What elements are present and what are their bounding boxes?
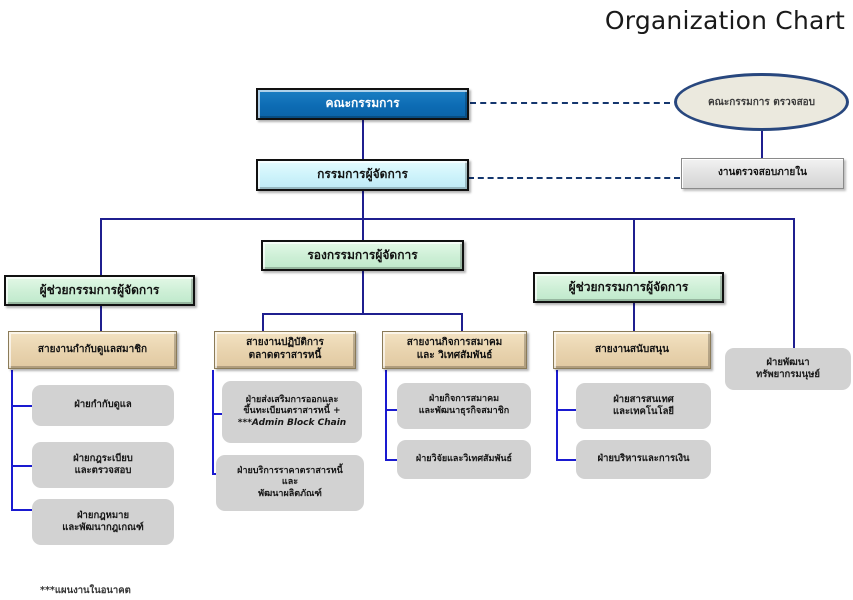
department-box[interactable]: ฝ่ายส่งเสริมการออกและ ขึ้นทะเบียนตราสารห…	[222, 381, 362, 443]
node-managing-director-label: กรรมการผู้จัดการ	[317, 167, 408, 182]
node-assistant-md-right-label: ผู้ช่วยกรรมการผู้จัดการ	[568, 279, 689, 294]
node-hr-development[interactable]: ฝ่ายพัฒนา ทรัพยากรมนุษย์	[725, 348, 851, 390]
department-box[interactable]: ฝ่ายวิจัยและวิเทศสัมพันธ์	[397, 440, 531, 479]
connector-deputy-subbus	[262, 313, 463, 315]
division-title-line: สายงานสนับสนุน	[595, 343, 669, 355]
connector-division-3-branch-2	[385, 459, 397, 461]
connector-division-1-branch-1	[11, 405, 32, 407]
department-box[interactable]: ฝ่ายกิจการสมาคม และพัฒนาธุรกิจสมาชิก	[397, 383, 531, 429]
connector-board-to-audit-committee	[470, 102, 670, 104]
connector-subbus-to-division-2	[262, 313, 264, 335]
department-label-line: ฝ่ายบริหารและการเงิน	[597, 453, 690, 465]
division-header-member-supervision[interactable]: สายงานกำกับดูแลสมาชิก	[8, 331, 177, 369]
footnote: ***แผนงานในอนาคต	[40, 585, 131, 596]
department-label-line: ฝ่ายกฎหมาย	[76, 509, 130, 521]
division-title-line: สายงานกิจการสมาคม	[406, 337, 503, 349]
department-label-line: และพัฒนากฎเกณฑ์	[62, 522, 144, 533]
connector-division-3-spine	[385, 370, 387, 460]
connector-md-to-bus	[362, 191, 364, 219]
connector-assistant-left-to-division-1	[100, 306, 102, 335]
node-managing-director[interactable]: กรรมการผู้จัดการ	[256, 159, 469, 191]
node-audit-committee-label-1: คณะกรรมการ	[707, 96, 770, 108]
connector-main-bus	[100, 218, 794, 220]
connector-division-4-branch-1	[556, 409, 576, 411]
department-label-line: ฝ่ายส่งเสริมการออกและ	[245, 394, 339, 405]
node-board-of-directors[interactable]: คณะกรรมการ	[256, 88, 469, 120]
division-title-line: ตลาดตราสารหนี้	[248, 350, 322, 361]
department-label-line: ฝ่ายกิจการสมาคม	[428, 394, 500, 405]
department-label-line: ฝ่ายสารสนเทศ	[613, 393, 674, 405]
department-box[interactable]: ฝ่ายกำกับดูแล	[32, 385, 174, 426]
department-box[interactable]: ฝ่ายกฎหมาย และพัฒนากฎเกณฑ์	[32, 499, 174, 545]
department-label-line: ฝ่ายวิจัยและวิเทศสัมพันธ์	[415, 453, 513, 464]
node-deputy-managing-director[interactable]: รองกรรมการผู้จัดการ	[261, 240, 464, 271]
department-label-line: ฝ่ายกฎระเบียบ	[73, 452, 133, 464]
page-title: Organization Chart	[604, 6, 845, 35]
connector-division-1-branch-2	[11, 465, 32, 467]
division-title-line: และ วิเทศสัมพันธ์	[416, 350, 493, 361]
node-audit-committee[interactable]: คณะกรรมการ ตรวจสอบ	[674, 73, 849, 131]
node-internal-audit[interactable]: งานตรวจสอบภายใน	[681, 158, 844, 189]
node-hr-development-label-2: ทรัพยากรมนุษย์	[756, 369, 820, 380]
connector-division-4-spine	[556, 370, 558, 460]
node-audit-committee-label-2: ตรวจสอบ	[773, 96, 816, 108]
connector-subbus-to-division-3	[461, 313, 463, 335]
connector-division-2-branch-1	[212, 413, 222, 415]
department-label-line: และตรวจสอบ	[74, 465, 132, 476]
connector-assistant-right-to-division-4	[633, 303, 635, 335]
node-board-label: คณะกรรมการ	[325, 96, 400, 111]
department-label-line: และ	[281, 477, 299, 488]
division-title-line: สายงานกำกับดูแลสมาชิก	[37, 343, 148, 355]
department-label-line: และพัฒนาธุรกิจสมาชิก	[418, 406, 510, 416]
department-label-line-emphasis: ***Admin Block Chain	[237, 417, 347, 428]
connector-md-to-internal-audit	[468, 177, 680, 179]
department-box[interactable]: ฝ่ายสารสนเทศ และเทคโนโลยี	[576, 383, 711, 429]
department-label-line: ฝ่ายกำกับดูแล	[74, 399, 132, 411]
connector-division-4-branch-2	[556, 459, 576, 461]
connector-bus-to-assistant-right	[633, 218, 635, 278]
node-deputy-md-label: รองกรรมการผู้จัดการ	[307, 247, 418, 262]
connector-bus-to-deputy	[362, 218, 364, 240]
department-label-line: ฝ่ายบริการราคาตราสารหนี้	[237, 465, 343, 476]
department-label-line: พัฒนาผลิตภัณฑ์	[258, 488, 322, 499]
node-hr-development-label-1: ฝ่ายพัฒนา	[766, 356, 810, 368]
node-assistant-md-left-label: ผู้ช่วยกรรมการผู้จัดการ	[39, 282, 160, 297]
department-box[interactable]: ฝ่ายบริหารและการเงิน	[576, 440, 711, 479]
department-box[interactable]: ฝ่ายบริการราคาตราสารหนี้ และ พัฒนาผลิตภั…	[216, 455, 364, 511]
connector-bus-to-assistant-left	[100, 218, 102, 281]
node-assistant-md-left[interactable]: ผู้ช่วยกรรมการผู้จัดการ	[4, 275, 195, 306]
division-title-line: สายงานปฏิบัติการ	[246, 337, 324, 349]
department-box[interactable]: ฝ่ายกฎระเบียบ และตรวจสอบ	[32, 442, 174, 488]
connector-audit-committee-to-internal-audit	[761, 120, 763, 158]
connector-division-1-branch-3	[11, 509, 32, 511]
connector-board-to-md	[362, 119, 364, 159]
connector-division-3-branch-1	[385, 409, 397, 411]
node-assistant-md-right[interactable]: ผู้ช่วยกรรมการผู้จัดการ	[533, 272, 724, 303]
division-header-association-international[interactable]: สายงานกิจการสมาคม และ วิเทศสัมพันธ์	[382, 331, 527, 369]
connector-division-2-spine	[212, 370, 214, 474]
division-header-bond-market-operations[interactable]: สายงานปฏิบัติการ ตลาดตราสารหนี้	[214, 331, 356, 369]
division-header-support[interactable]: สายงานสนับสนุน	[553, 331, 711, 369]
connector-division-1-spine	[11, 370, 13, 509]
node-internal-audit-label: งานตรวจสอบภายใน	[718, 167, 807, 179]
connector-deputy-to-subbus	[362, 271, 364, 314]
connector-bus-to-hr	[793, 218, 795, 348]
department-label-line: ขึ้นทะเบียนตราสารหนี้ +	[243, 406, 341, 417]
department-label-line: และเทคโนโลยี	[613, 406, 674, 417]
